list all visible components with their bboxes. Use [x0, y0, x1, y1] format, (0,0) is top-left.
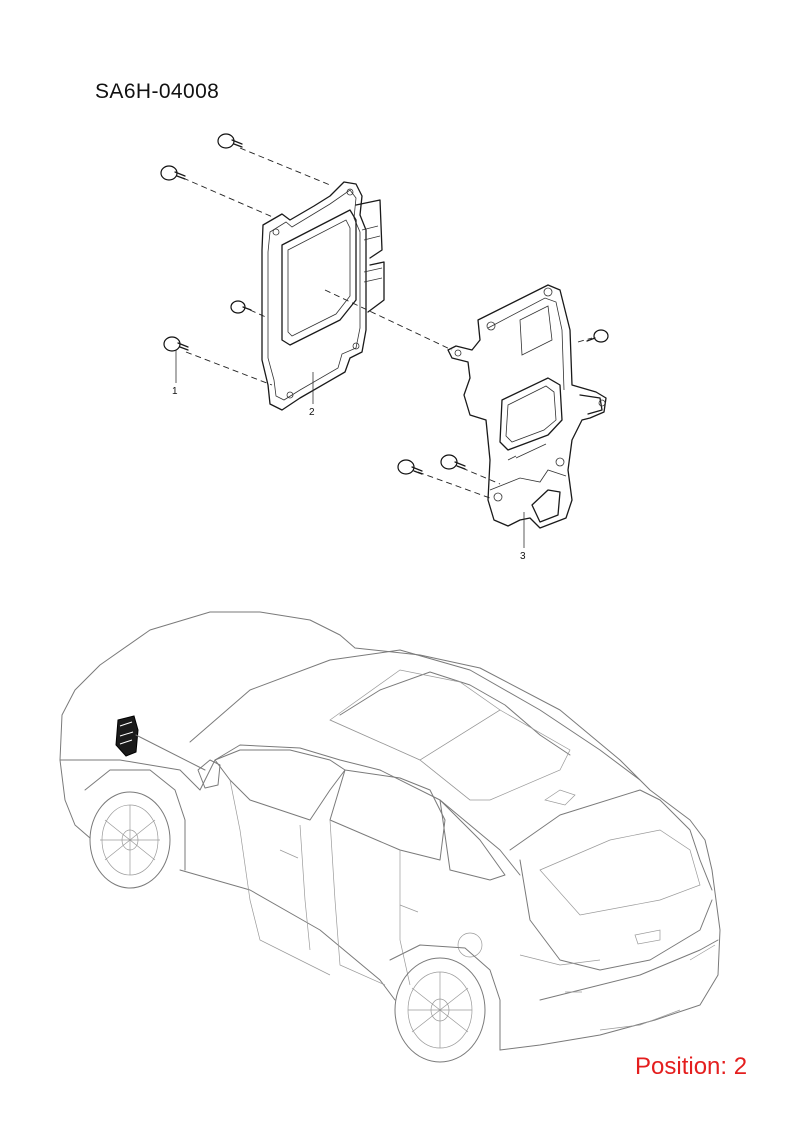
bolt-icon	[160, 165, 186, 181]
bolt-icon	[397, 459, 423, 475]
callout-1: 1	[172, 386, 178, 397]
bolt-icon	[440, 454, 466, 470]
callout-2: 2	[309, 407, 315, 418]
bolt-icon	[230, 300, 252, 314]
diagram-code: SA6H-04008	[95, 80, 220, 103]
bolt-icon	[163, 336, 189, 352]
module-icon	[261, 181, 385, 411]
assembly-lines	[182, 147, 593, 499]
bracket-icon	[447, 284, 607, 529]
bolt-icon	[586, 329, 609, 343]
vehicle-icon	[59, 611, 721, 1063]
position-label: Position: 2	[635, 1053, 748, 1080]
bolt-icon	[217, 133, 243, 149]
callout-3: 3	[520, 551, 526, 562]
